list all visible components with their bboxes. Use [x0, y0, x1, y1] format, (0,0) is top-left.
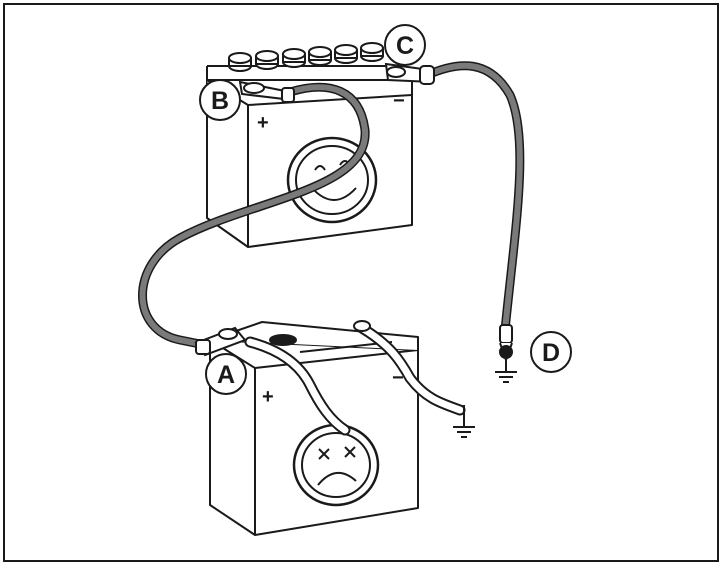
clamp-booster-positive	[238, 80, 295, 103]
callout-d: D	[530, 331, 572, 373]
booster-plus-sign: +	[257, 112, 269, 134]
booster-minus-sign: −	[393, 90, 405, 112]
positive-jumper-cable	[138, 82, 370, 350]
label-b: B	[211, 87, 229, 115]
sad-face-icon	[292, 423, 380, 507]
callout-a: A	[205, 353, 247, 395]
negative-jumper-cable	[420, 61, 525, 335]
ground-icon-cable	[453, 405, 475, 438]
label-d: D	[542, 339, 560, 367]
clamp-booster-negative	[384, 62, 435, 85]
frame-border	[3, 3, 719, 562]
happy-face-icon	[286, 136, 378, 224]
discharged-plus-sign: +	[262, 386, 274, 408]
terminal-post-negative	[353, 320, 371, 332]
label-c: C	[396, 32, 414, 60]
vent-caps	[228, 42, 384, 72]
label-a: A	[217, 361, 235, 389]
clamp-discharged-positive	[194, 326, 247, 357]
callout-c: C	[384, 24, 426, 66]
callout-b: B	[199, 79, 241, 121]
vehicle-cables	[244, 322, 466, 436]
discharged-minus-sign: −	[392, 367, 404, 389]
ground-icon-clamp	[495, 358, 517, 383]
clamp-ground	[499, 324, 513, 364]
